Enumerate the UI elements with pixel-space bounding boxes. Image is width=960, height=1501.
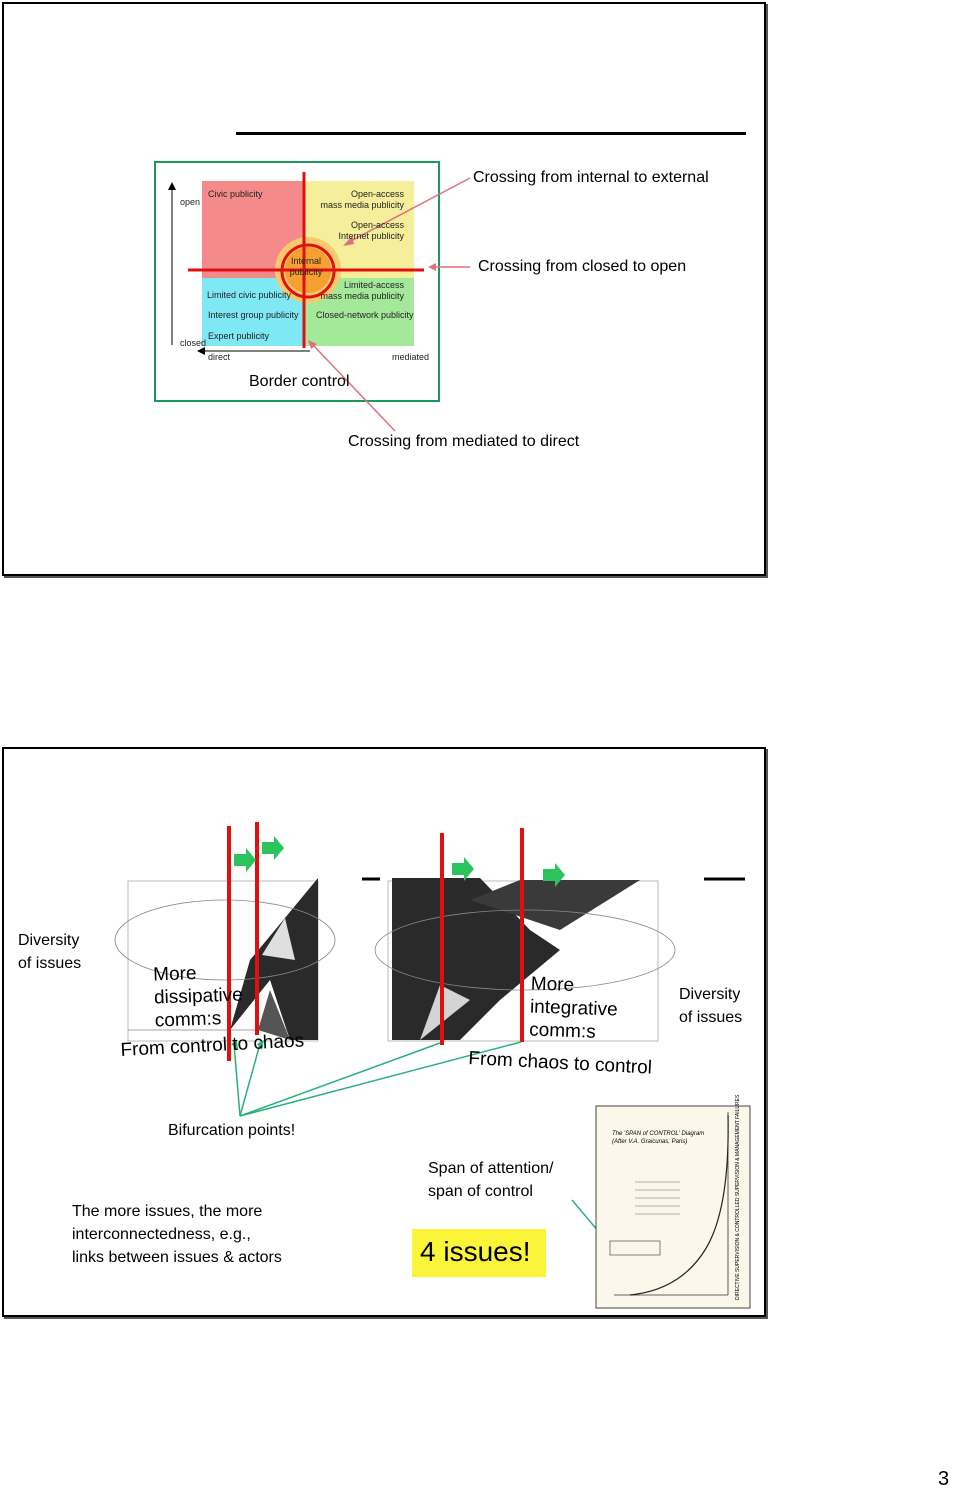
four-issues-badge	[412, 1229, 546, 1277]
four-issues-label: 4 issues!	[420, 1236, 531, 1267]
closed-network-label: Closed-network publicity	[316, 310, 414, 320]
diversity-of-issues-left: Diversity of issues	[18, 932, 82, 972]
open-internet-label: Open-access Internet publicity	[338, 220, 404, 241]
limited-mass-media-label: Limited-access mass media publicity	[320, 280, 404, 301]
civic-publicity-label: Civic publicity	[208, 189, 263, 199]
interest-group-label: Interest group publicity	[208, 310, 299, 320]
crossing-internal-external: Crossing from internal to external	[473, 169, 709, 186]
border-control-label: Border control	[249, 373, 350, 390]
publicity-figure-frame	[154, 161, 440, 402]
axis-mediated-label: mediated	[392, 352, 430, 362]
limited-civic-label: Limited civic publicity	[207, 290, 292, 300]
span-of-attention-label: Span of attention/ span of control	[428, 1160, 554, 1200]
more-dissipative-label: More dissipative comm:s	[152, 963, 244, 1032]
crossing-closed-open: Crossing from closed to open	[478, 258, 687, 275]
diversity-of-issues-right: Diversity of issues	[679, 986, 743, 1026]
page-number: 3	[938, 1468, 950, 1490]
axis-open-label: open	[180, 197, 201, 207]
open-mass-media-label: Open-access mass media publicity	[320, 189, 404, 210]
span-chart-vertical-text: DIRECTIVE SUPERVISION & CONTROLLED SUPER…	[735, 1094, 741, 1300]
more-issues-text: The more issues, the more interconnected…	[72, 1203, 282, 1266]
axis-closed-label: closed	[180, 338, 207, 348]
bifurcation-points-label: Bifurcation points!	[168, 1122, 296, 1139]
axis-direct-label: direct	[208, 352, 231, 362]
expert-publicity-label: Expert publicity	[208, 331, 270, 341]
internal-publicity-label: Internal publicity	[289, 256, 323, 277]
more-integrative-label: More integrative comm:s	[528, 973, 619, 1043]
span-chart-title: The 'SPAN of CONTROL' Diagram (After V.A…	[612, 1131, 705, 1145]
title-underline	[236, 132, 746, 135]
crossing-mediated-direct: Crossing from mediated to direct	[348, 433, 580, 450]
